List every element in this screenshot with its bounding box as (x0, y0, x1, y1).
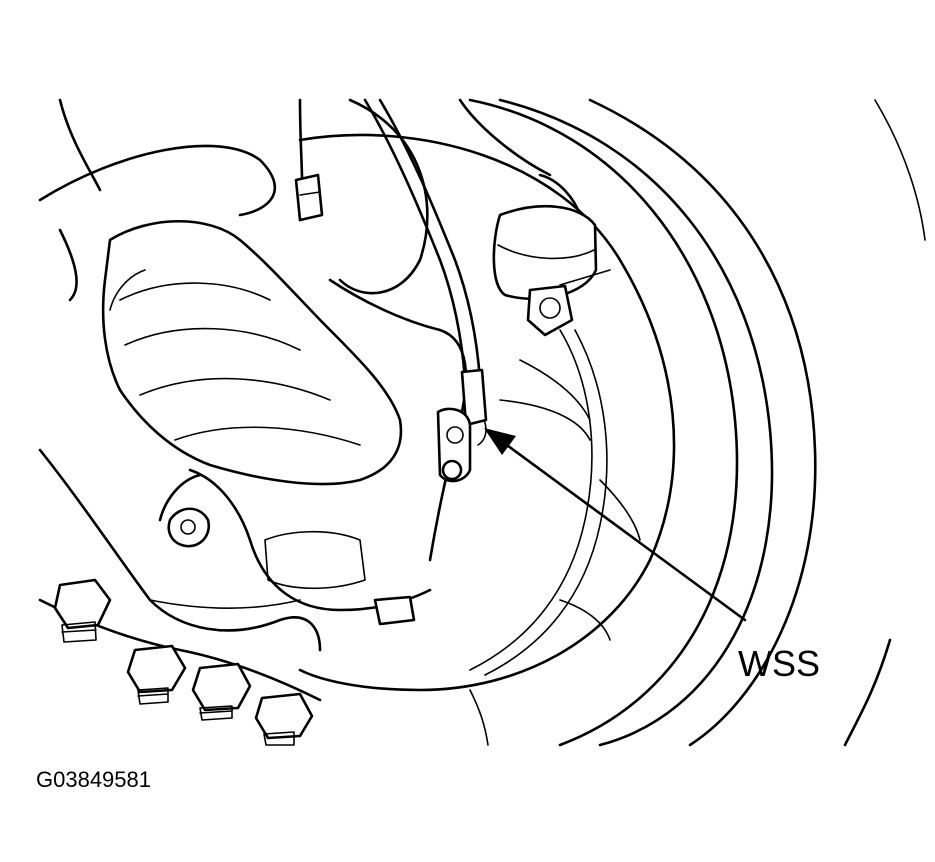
figure-id: G03849581 (36, 767, 151, 792)
wss-callout-label: WSS (738, 643, 820, 684)
lower-bolts (53, 578, 314, 746)
steering-knuckle (158, 278, 468, 626)
bolt-3 (191, 662, 252, 721)
arrow-head-icon (484, 428, 516, 455)
cv-boot (38, 98, 403, 486)
upper-knuckle (294, 98, 582, 295)
control-arm-bushing (492, 205, 611, 337)
wheel-speed-sensor (363, 98, 488, 483)
bolt-1 (53, 578, 112, 643)
wheel-rim-arcs (468, 98, 926, 747)
wss-leader (484, 428, 747, 622)
bolt-2 (126, 644, 187, 705)
bolt-4 (254, 692, 314, 746)
brake-disc (298, 133, 676, 746)
